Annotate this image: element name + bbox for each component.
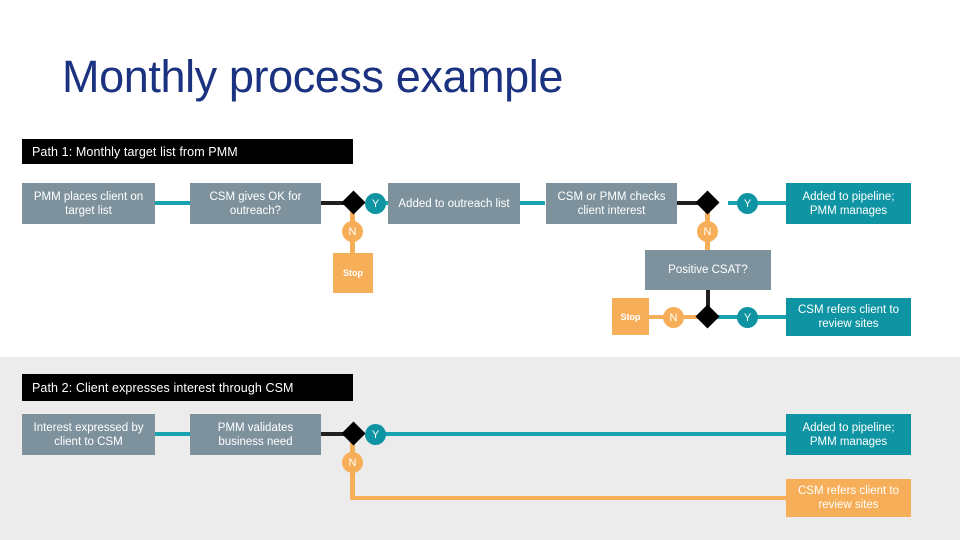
decision-diamond-csat[interactable]	[695, 304, 720, 329]
connector-pmm-to-csm	[155, 201, 200, 205]
box-interest-expressed-label: Interest expressed by client to CSM	[33, 421, 144, 448]
badge-no-client-interest[interactable]: N	[697, 221, 718, 242]
badge-no-client-interest-label: N	[703, 225, 712, 238]
badge-yes-csat[interactable]: Y	[737, 307, 758, 328]
box-added-to-outreach-list-label: Added to outreach list	[398, 197, 510, 210]
badge-yes-client-interest[interactable]: Y	[737, 193, 758, 214]
path1-banner: Path 1: Monthly target list from PMM	[22, 139, 353, 164]
box-csm-gives-ok-label: CSM gives OK for outreach?	[209, 190, 302, 217]
box-positive-csat-label: Positive CSAT?	[668, 264, 748, 276]
connector-csat-to-diamond3	[706, 290, 710, 318]
badge-no-csm-ok-label: N	[348, 225, 357, 238]
connector-validates-to-diamond	[320, 432, 354, 436]
box-stop-path1-csat[interactable]: Stop	[612, 298, 649, 335]
badge-yes-csat-label: Y	[743, 311, 752, 324]
box-path1-csm-refers-review-sites[interactable]: CSM refers client to review sites	[786, 298, 911, 336]
badge-no-business-need[interactable]: N	[342, 452, 363, 473]
decision-diamond-client-interest[interactable]	[695, 190, 720, 215]
box-path1-csm-refers-review-sites-label: CSM refers client to review sites	[798, 304, 899, 330]
connector-interest-to-validates	[155, 432, 200, 436]
box-stop-path1-outreach[interactable]: Stop	[333, 253, 373, 293]
path1-banner-label: Path 1: Monthly target list from PMM	[32, 144, 238, 159]
badge-yes-business-need-label: Y	[371, 428, 380, 441]
box-path1-added-to-pipeline[interactable]: Added to pipeline; PMM manages	[786, 183, 911, 224]
connector-outreach-to-checks	[520, 201, 545, 205]
box-csm-or-pmm-checks-interest[interactable]: CSM or PMM checks client interest	[546, 183, 677, 224]
box-path1-added-to-pipeline-label: Added to pipeline; PMM manages	[802, 190, 895, 217]
box-pmm-validates-business-need[interactable]: PMM validates business need	[190, 414, 321, 455]
badge-yes-client-interest-label: Y	[743, 197, 752, 210]
decision-diamond-csm-ok[interactable]	[341, 190, 366, 215]
badge-yes-business-need[interactable]: Y	[365, 424, 386, 445]
box-path2-csm-refers-review-sites-label: CSM refers client to review sites	[798, 485, 899, 511]
box-path2-csm-refers-review-sites[interactable]: CSM refers client to review sites	[786, 479, 911, 517]
badge-no-business-need-label: N	[348, 456, 357, 469]
box-pmm-places-client[interactable]: PMM places client on target list	[22, 183, 155, 224]
connector-checks-to-diamond2	[676, 201, 708, 205]
box-pmm-places-client-label: PMM places client on target list	[33, 190, 144, 217]
box-interest-expressed[interactable]: Interest expressed by client to CSM	[22, 414, 155, 455]
connector-path2-no-horizontal	[350, 496, 786, 500]
path2-banner-label: Path 2: Client expresses interest throug…	[32, 380, 294, 395]
box-added-to-outreach-list[interactable]: Added to outreach list	[388, 183, 520, 224]
badge-yes-csm-ok-label: Y	[371, 197, 380, 210]
box-pmm-validates-business-need-label: PMM validates business need	[217, 421, 294, 448]
box-stop-path1-outreach-label: Stop	[343, 268, 363, 278]
box-stop-path1-csat-label: Stop	[620, 311, 641, 322]
box-path2-added-to-pipeline[interactable]: Added to pipeline; PMM manages	[786, 414, 911, 455]
box-csm-gives-ok[interactable]: CSM gives OK for outreach?	[190, 183, 321, 224]
badge-yes-csm-ok[interactable]: Y	[365, 193, 386, 214]
box-csm-or-pmm-checks-interest-label: CSM or PMM checks client interest	[557, 190, 666, 217]
badge-no-csat-label: N	[669, 311, 678, 324]
badge-no-csat[interactable]: N	[663, 307, 684, 328]
box-positive-csat[interactable]: Positive CSAT?	[645, 250, 771, 290]
connector-path2-yes-to-pipeline	[374, 432, 786, 436]
path2-banner: Path 2: Client expresses interest throug…	[22, 374, 353, 401]
connector-csm-to-diamond1	[320, 201, 354, 205]
box-path2-added-to-pipeline-label: Added to pipeline; PMM manages	[802, 421, 895, 448]
page-title: Monthly process example	[62, 51, 564, 102]
badge-no-csm-ok[interactable]: N	[342, 221, 363, 242]
